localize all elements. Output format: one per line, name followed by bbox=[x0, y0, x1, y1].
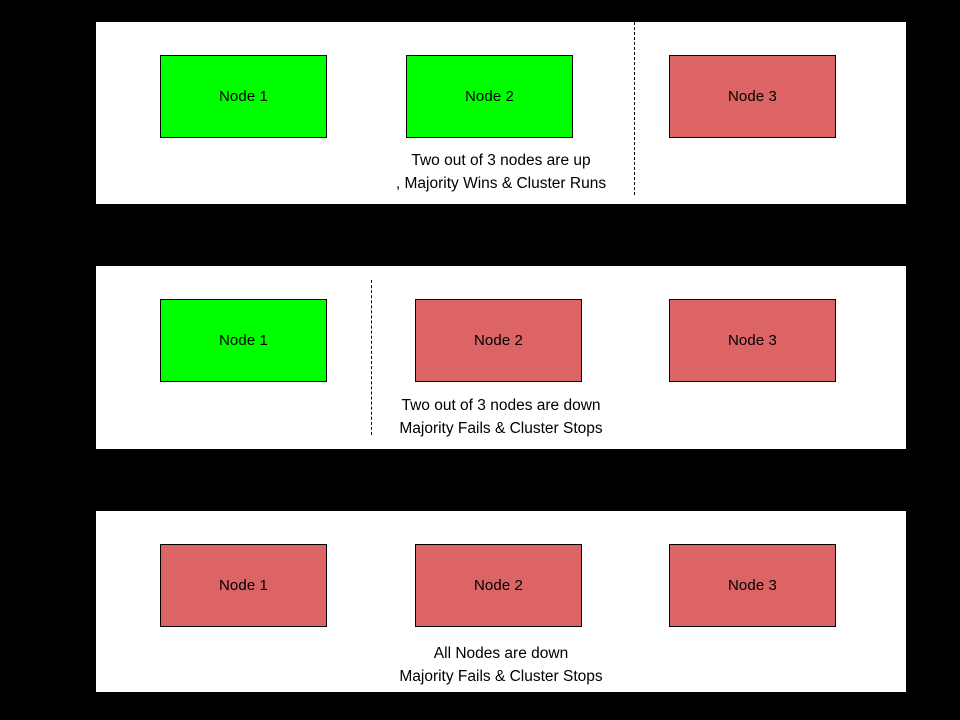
node-box-1-3[interactable]: Node 3 bbox=[669, 55, 836, 138]
caption-line-2: , Majority Wins & Cluster Runs bbox=[395, 175, 607, 192]
node-box-1-2[interactable]: Node 2 bbox=[406, 55, 573, 138]
quorum-divider-line-2 bbox=[371, 280, 372, 435]
node-label: Node 3 bbox=[728, 332, 777, 349]
node-label: Node 1 bbox=[219, 332, 268, 349]
node-label: Node 1 bbox=[219, 577, 268, 594]
scenario-panel-3: Node 1 Node 2 Node 3 All Nodes are down … bbox=[96, 511, 906, 692]
scenario-panel-1: Node 1 Node 2 Node 3 Two out of 3 nodes … bbox=[96, 22, 906, 204]
caption-line-2: Majority Fails & Cluster Stops bbox=[399, 668, 603, 685]
node-box-3-2[interactable]: Node 2 bbox=[415, 544, 582, 627]
caption-line-1: Two out of 3 nodes are down bbox=[401, 397, 601, 414]
scenario-panel-2: Node 1 Node 2 Node 3 Two out of 3 nodes … bbox=[96, 266, 906, 449]
node-box-2-2[interactable]: Node 2 bbox=[415, 299, 582, 382]
quorum-divider-line-1 bbox=[634, 22, 635, 195]
panel-3-caption: All Nodes are down Majority Fails & Clus… bbox=[281, 642, 721, 688]
node-label: Node 3 bbox=[728, 577, 777, 594]
caption-line-1: Two out of 3 nodes are up bbox=[411, 152, 591, 169]
node-box-3-3[interactable]: Node 3 bbox=[669, 544, 836, 627]
node-box-2-1[interactable]: Node 1 bbox=[160, 299, 327, 382]
node-box-1-1[interactable]: Node 1 bbox=[160, 55, 327, 138]
node-box-2-3[interactable]: Node 3 bbox=[669, 299, 836, 382]
node-box-3-1[interactable]: Node 1 bbox=[160, 544, 327, 627]
caption-line-1: All Nodes are down bbox=[433, 645, 569, 662]
node-label: Node 2 bbox=[465, 88, 514, 105]
node-label: Node 1 bbox=[219, 88, 268, 105]
panel-1-caption: Two out of 3 nodes are up , Majority Win… bbox=[301, 149, 701, 195]
node-label: Node 2 bbox=[474, 577, 523, 594]
node-label: Node 3 bbox=[728, 88, 777, 105]
caption-line-2: Majority Fails & Cluster Stops bbox=[399, 420, 603, 437]
panel-2-caption: Two out of 3 nodes are down Majority Fai… bbox=[281, 394, 721, 440]
node-label: Node 2 bbox=[474, 332, 523, 349]
